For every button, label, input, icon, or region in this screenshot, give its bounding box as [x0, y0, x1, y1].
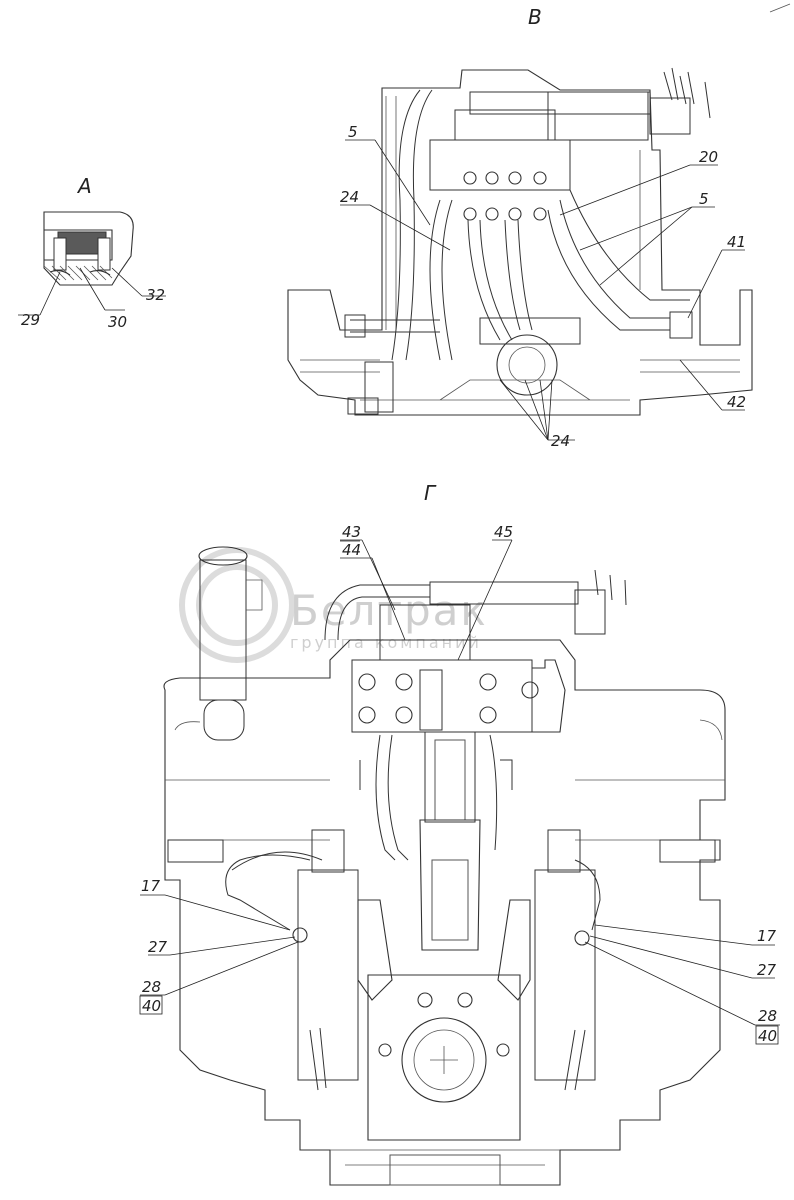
label-44: 44 [342, 541, 361, 559]
label-29: 29 [21, 311, 40, 329]
label-5-left: 5 [348, 123, 358, 141]
label-24-left: 24 [340, 188, 359, 206]
view-a-title: A [76, 174, 92, 198]
label-28-right: 28 [758, 1007, 777, 1025]
view-g-assembly: Г [139, 481, 780, 1186]
label-17-right: 17 [757, 927, 777, 945]
view-v-assembly: В [287, 3, 791, 450]
label-30: 30 [108, 313, 127, 331]
box-40-left [139, 995, 163, 1015]
label-27-left: 27 [148, 938, 168, 956]
label-45: 45 [494, 523, 513, 541]
view-g-title: Г [424, 481, 437, 505]
label-27-right: 27 [757, 961, 777, 979]
label-24-bottom: 24 [551, 432, 570, 450]
label-5-right: 5 [699, 190, 709, 208]
label-17-left: 17 [141, 877, 161, 895]
box-40-right [755, 1025, 779, 1045]
label-20: 20 [699, 148, 718, 166]
label-32: 32 [146, 286, 165, 304]
watermark-subtitle: группа компаний [290, 633, 482, 652]
label-42: 42 [727, 393, 746, 411]
label-40-right: 40 [758, 1027, 777, 1045]
label-41: 41 [727, 233, 746, 251]
view-v-title: В [528, 5, 542, 29]
label-40-left: 40 [142, 997, 161, 1015]
watermark-brand: Белтрак [290, 586, 488, 635]
label-28-left: 28 [142, 978, 161, 996]
view-a-detail: A 29 30 32 [18, 174, 166, 331]
label-43: 43 [342, 523, 361, 541]
